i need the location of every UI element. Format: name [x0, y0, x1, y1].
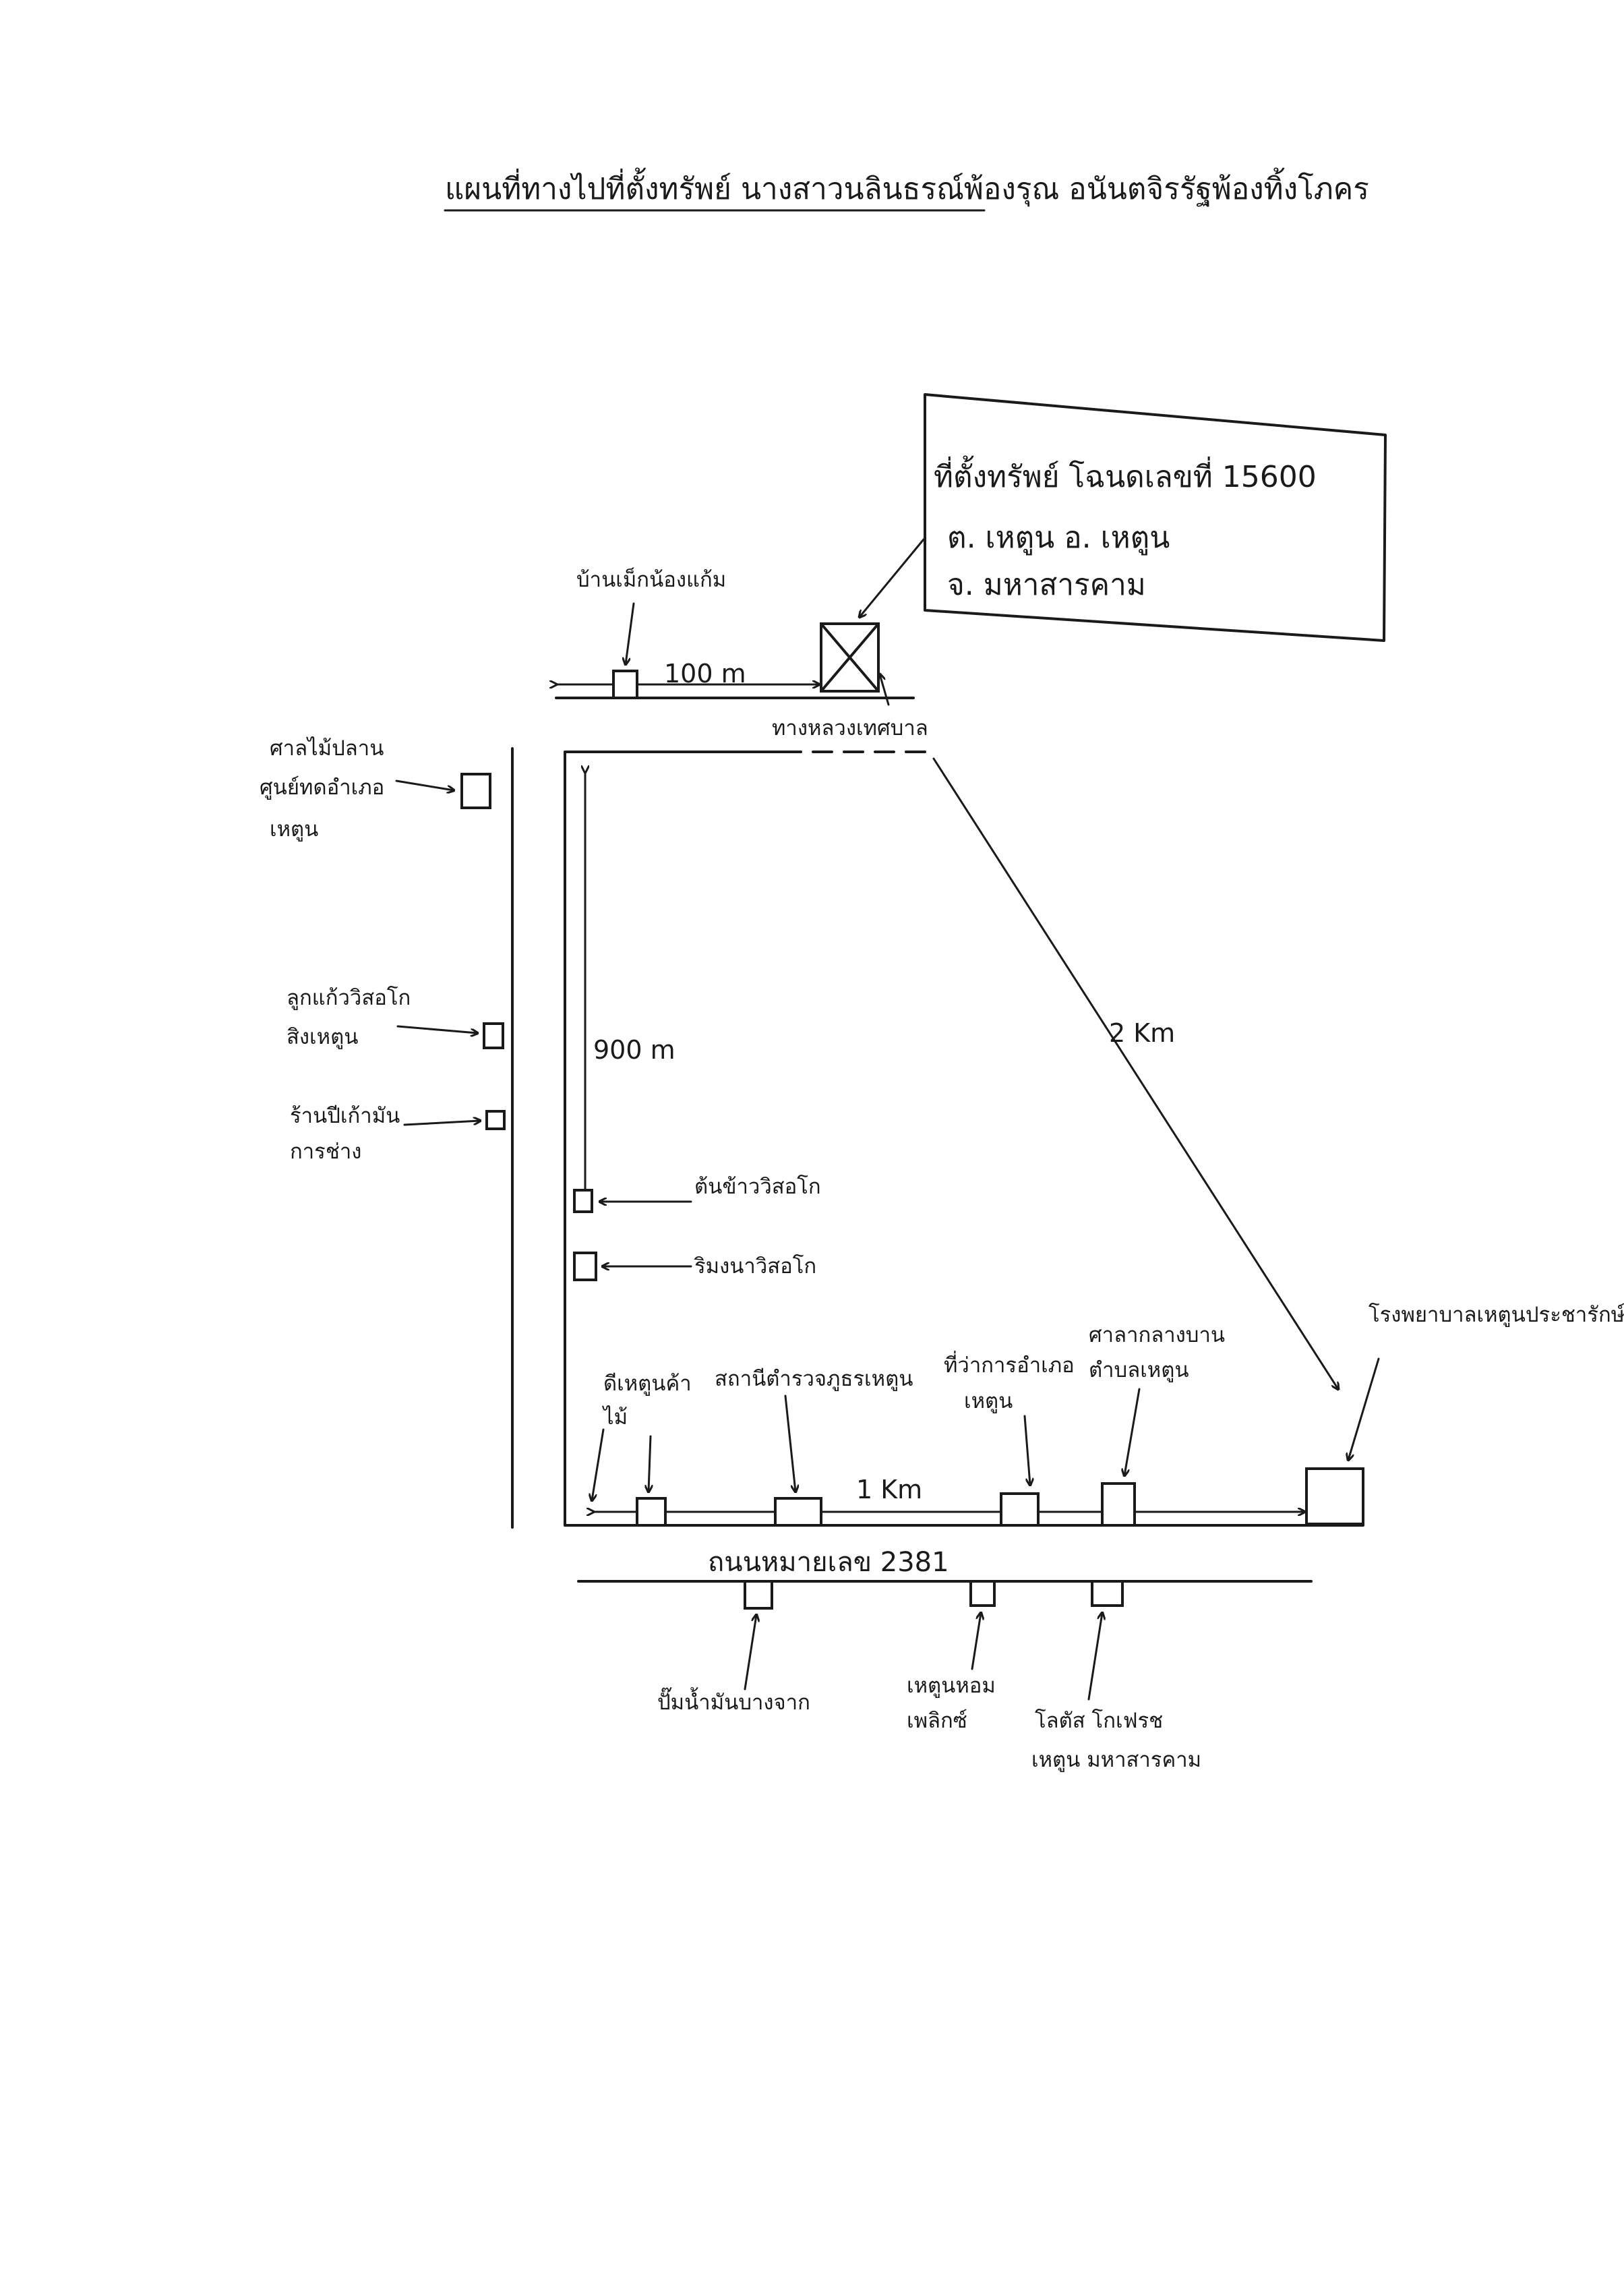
map-title: แผนที่ทางไปที่ตั้งทรัพย์ นางสาวนลินธรณ์พ…: [445, 167, 1369, 207]
left-building-2: [483, 1022, 504, 1049]
below-building-3: [1091, 1580, 1124, 1607]
bottom-building-2-pointer: [784, 1394, 795, 1492]
hospital-building: [1305, 1467, 1364, 1525]
bottom-building-4-line2: ตำบลเหตูน: [1089, 1358, 1189, 1382]
corner-pointer: [592, 1428, 605, 1500]
left-building-1-line3: เหตูน: [270, 817, 318, 842]
below-building-2-line2: เพลิกซ์: [907, 1709, 967, 1733]
bottom-building-4-pointer: [1124, 1388, 1141, 1475]
property-province-line: จ. มหาสารคาม: [947, 568, 1146, 602]
left-building-2-line1: ลูกแก้ววิสอโก: [287, 986, 411, 1010]
bottom-building-2: [774, 1497, 822, 1527]
left-building-3: [485, 1110, 506, 1130]
hospital-label: โรงพยาบาลเหตูนประชารักษ์: [1369, 1303, 1624, 1327]
below-building-3-line1: โลตัส โกเฟรช: [1035, 1709, 1163, 1733]
municipal-road-label: ทางหลวงเทศบาล: [772, 716, 928, 740]
distance-1km-label: 1 Km: [856, 1475, 922, 1504]
inner-building-1-label: ต้นข้าววิสอโก: [694, 1175, 821, 1199]
bottom-building-1-line1: ดีเหตูนค้า: [603, 1372, 692, 1396]
property-arrow-up: [880, 674, 890, 706]
bottom-building-4: [1101, 1482, 1136, 1527]
house-building: [612, 670, 638, 699]
left-building-1-pointer: [395, 780, 454, 790]
distance-100m-label: 100 m: [664, 659, 746, 688]
distance-2km-label: 2 Km: [1109, 1018, 1175, 1048]
left-building-3-line2: การช่าง: [290, 1140, 361, 1164]
left-building-1-line1: ศาลไม้ปลาน: [270, 736, 384, 761]
bottom-building-2-label: สถานีตำรวจภูธรเหตูน: [715, 1367, 913, 1391]
bottom-building-3-line2: เหตูน: [964, 1389, 1013, 1413]
below-building-1-label: ปั๊มน้ำมันบางจาก: [657, 1687, 810, 1715]
left-building-3-line1: ร้านปีเก้ามัน: [290, 1104, 400, 1128]
bottom-building-1-line2: ไม้: [601, 1405, 628, 1430]
bottom-building-4-line1: ศาลากลางบาน: [1089, 1323, 1225, 1347]
bottom-building-3: [1000, 1492, 1040, 1527]
inner-building-2-label: ริมงนาวิสอโก: [694, 1254, 817, 1279]
property-box-pointer: [860, 538, 925, 617]
property-district-line: ต. เหตูน อ. เหตูน: [947, 521, 1170, 556]
diagonal-route: [932, 757, 1338, 1389]
left-building-2-pointer: [396, 1025, 477, 1033]
house-label: บ้านเม็กน้องแก้ม: [576, 567, 726, 592]
bottom-building-1-pointer: [649, 1435, 651, 1492]
below-building-2-line1: เหตูนหอม: [907, 1674, 996, 1698]
left-building-3-pointer: [403, 1121, 480, 1126]
left-building-2-line2: สิงเหตูน: [287, 1025, 358, 1049]
below-building-3-pointer: [1087, 1613, 1102, 1701]
hospital-pointer: [1348, 1357, 1380, 1460]
below-building-3-line2: เหตูน มหาสารคาม: [1031, 1748, 1201, 1772]
bottom-building-1: [636, 1497, 667, 1527]
below-building-2: [969, 1580, 996, 1607]
below-building-1-pointer: [744, 1615, 756, 1691]
inner-building-2: [573, 1252, 597, 1281]
bottom-building-3-pointer: [1023, 1415, 1030, 1485]
left-building-1-line2: ศูนย์ทดอำเภอ: [260, 775, 384, 800]
property-info-box: ที่ตั้งทรัพย์ โฉนดเลขที่ 15600 ต. เหตูน …: [924, 393, 1387, 642]
house-pointer: [626, 602, 635, 664]
property-deed-line: ที่ตั้งทรัพย์ โฉนดเลขที่ 15600: [934, 455, 1317, 494]
distance-900m-label: 900 m: [593, 1035, 675, 1065]
inner-building-1: [573, 1189, 593, 1213]
below-building-1: [744, 1580, 773, 1610]
property-marker: [820, 622, 880, 693]
bottom-building-3-line1: ที่ว่าการอำเภอ: [944, 1351, 1075, 1378]
left-building-1: [460, 773, 491, 809]
below-building-2-pointer: [971, 1613, 981, 1670]
highway-label: ถนนหมายเลข 2381: [708, 1547, 949, 1578]
